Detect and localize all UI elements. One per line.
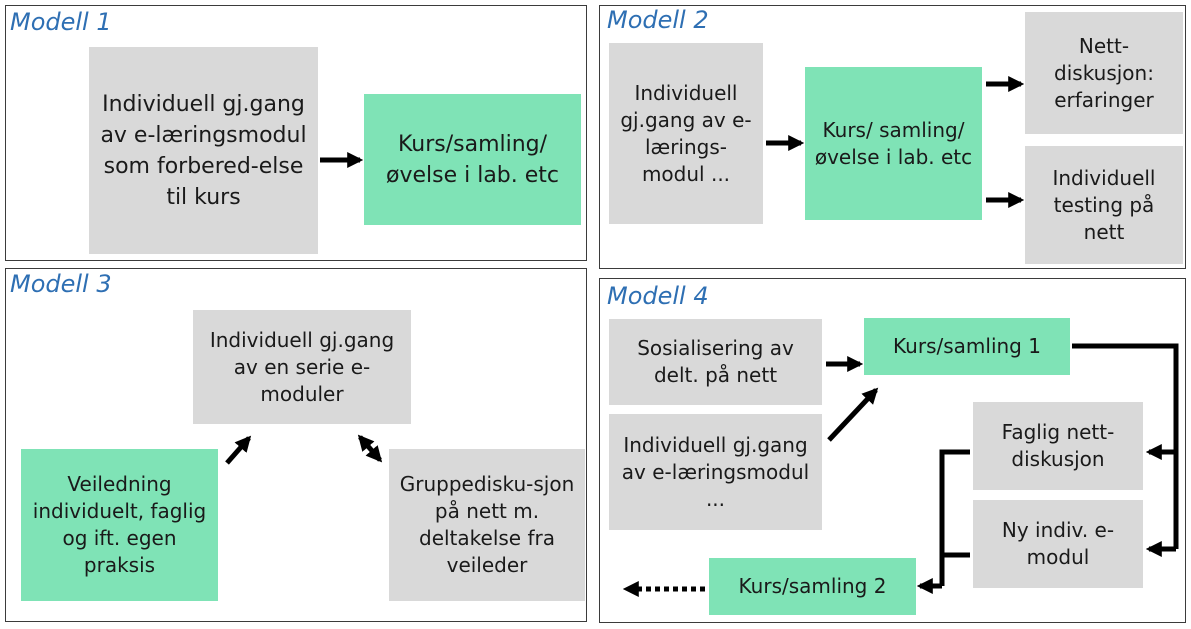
m1-individual-box: Individuell gj.gang av e-læringsmodul so… bbox=[89, 47, 318, 254]
m4-discussion-label: Faglig nett-diskusjon bbox=[1001, 420, 1115, 471]
m4-new-module-box: Ny indiv. e-modul bbox=[973, 500, 1143, 588]
m3-guidance-box: Veiledning individuelt, faglig og ift. e… bbox=[21, 449, 218, 601]
m3-guidance-label: Veiledning individuelt, faglig og ift. e… bbox=[32, 472, 207, 577]
m4-arrow-individual-to-course1 bbox=[827, 387, 879, 442]
m4-discussion-box: Faglig nett-diskusjon bbox=[973, 402, 1143, 490]
m3-individual-label: Individuell gj.gang av en serie e-module… bbox=[209, 327, 395, 406]
m3-individual-box: Individuell gj.gang av en serie e-module… bbox=[193, 310, 411, 424]
model-2-title: Modell 2 bbox=[607, 6, 709, 34]
m4-socialization-label: Sosialisering av delt. på nett bbox=[637, 336, 794, 387]
m4-course-1-label: Kurs/samling 1 bbox=[893, 334, 1041, 358]
m3-arrow-individual-group bbox=[357, 434, 383, 463]
m4-course-2-box: Kurs/samling 2 bbox=[709, 558, 916, 615]
m2-testing-box: Individuell testing på nett bbox=[1025, 146, 1183, 264]
m2-individual-label: Individuell gj.gang av e-lærings-modul .… bbox=[620, 80, 752, 186]
m4-course1-outline bbox=[1072, 343, 1179, 549]
model-4-title: Modell 4 bbox=[607, 282, 709, 310]
m1-course-box: Kurs/samling/ øvelse i lab. etc bbox=[364, 94, 581, 225]
m4-course-1-box: Kurs/samling 1 bbox=[864, 318, 1070, 375]
m2-course-box: Kurs/ samling/ øvelse i lab. etc bbox=[805, 67, 982, 220]
model-3-title: Modell 3 bbox=[10, 270, 112, 298]
m3-arrow-guidance-to-individual bbox=[225, 435, 252, 465]
m4-course-2-label: Kurs/samling 2 bbox=[738, 574, 887, 598]
m2-discussion-box: Nett-diskusjon: erfaringer bbox=[1025, 12, 1183, 134]
m1-course-label: Kurs/samling/ øvelse i lab. etc bbox=[385, 131, 560, 188]
model-1-title: Modell 1 bbox=[10, 8, 112, 36]
m4-individual-label: Individuell gj.gang av e-læringsmodul ..… bbox=[621, 432, 810, 511]
m3-group-discussion-label: Gruppedisku-sjon på nett m. deltakelse f… bbox=[399, 472, 575, 577]
m4-socialization-box: Sosialisering av delt. på nett bbox=[609, 319, 822, 405]
m3-group-discussion-box: Gruppedisku-sjon på nett m. deltakelse f… bbox=[389, 449, 585, 601]
m2-course-label: Kurs/ samling/ øvelse i lab. etc bbox=[814, 117, 973, 169]
m2-discussion-label: Nett-diskusjon: erfaringer bbox=[1054, 33, 1154, 112]
m4-discussion-connector bbox=[939, 449, 970, 586]
m4-individual-box: Individuell gj.gang av e-læringsmodul ..… bbox=[609, 414, 822, 530]
m2-testing-label: Individuell testing på nett bbox=[1052, 165, 1156, 244]
m4-new-module-label: Ny indiv. e-modul bbox=[1001, 518, 1115, 569]
m1-individual-label: Individuell gj.gang av e-læringsmodul so… bbox=[100, 91, 307, 210]
m2-individual-box: Individuell gj.gang av e-lærings-modul .… bbox=[609, 43, 763, 224]
